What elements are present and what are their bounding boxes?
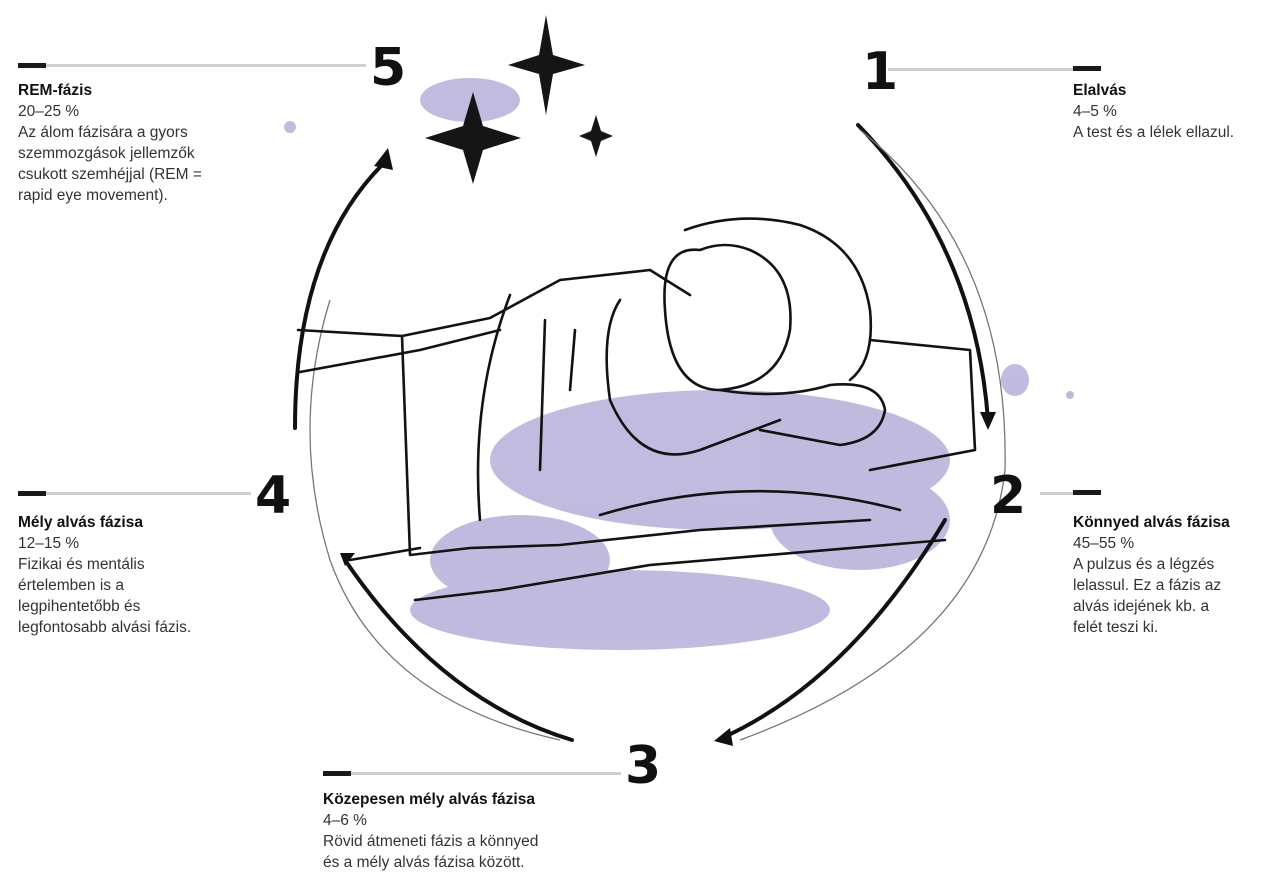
stage-2-description-line: felét teszi ki. (1073, 617, 1287, 638)
stage-2-description-line: alvás idejének kb. a (1073, 596, 1287, 617)
stage-1-rule-dark (1073, 66, 1101, 71)
stage-4-title: Mély alvás fázisa (18, 512, 288, 533)
stage-1-number: 1 (862, 46, 898, 98)
stage-5-number: 5 (370, 42, 406, 94)
stage-3-label: Közepesen mély alvás fázisa 4–6 % Rövid … (323, 789, 643, 873)
stage-2-description-line: A pulzus és a légzés (1073, 554, 1287, 575)
stage-4-rule (46, 492, 251, 495)
stage-3-percent: 4–6 % (323, 810, 643, 831)
stage-2-rule-dark (1073, 490, 1101, 495)
stage-1-description: A test és a lélek ellazul. (1073, 122, 1283, 143)
stage-4-label: Mély alvás fázisa 12–15 % Fizikai és men… (18, 512, 288, 638)
stage-3-description-line: Rövid átmeneti fázis a könnyed (323, 831, 643, 852)
stage-4-description-line: Fizikai és mentális (18, 554, 288, 575)
stage-5-label: REM-fázis 20–25 % Az álom fázisára a gyo… (18, 80, 288, 206)
stage-5-description-line: Az álom fázisára a gyors (18, 122, 288, 143)
stage-2-label: Könnyed alvás fázisa 45–55 % A pulzus és… (1073, 512, 1287, 638)
stage-3-rule (351, 772, 621, 775)
stage-1-rule (888, 68, 1073, 71)
stage-5-description-line: csukott szemhéjjal (REM = (18, 164, 288, 185)
stage-4-description-line: legfontosabb alvási fázis. (18, 617, 288, 638)
stage-2-number: 2 (990, 470, 1026, 522)
stage-5-percent: 20–25 % (18, 101, 288, 122)
stage-3-description-line: és a mély alvás fázisa között. (323, 852, 643, 873)
stage-5-rule-dark (18, 63, 46, 68)
stage-2-percent: 45–55 % (1073, 533, 1287, 554)
stage-4-rule-dark (18, 491, 46, 496)
stage-4-description-line: értelemben is a (18, 575, 288, 596)
stage-5-description-line: rapid eye movement). (18, 185, 288, 206)
stage-2-description-line: lelassul. Ez a fázis az (1073, 575, 1287, 596)
stage-1-title: Elalvás (1073, 80, 1283, 101)
stage-1-percent: 4–5 % (1073, 101, 1283, 122)
stage-3-rule-dark (323, 771, 351, 776)
stage-2-rule (1040, 492, 1073, 495)
stage-5-rule (46, 64, 366, 67)
stage-1-label: Elalvás 4–5 % A test és a lélek ellazul. (1073, 80, 1283, 143)
stage-2-title: Könnyed alvás fázisa (1073, 512, 1287, 533)
stage-5-title: REM-fázis (18, 80, 288, 101)
stage-5-description-line: szemmozgások jellemzők (18, 143, 288, 164)
stage-4-description-line: legpihentetőbb és (18, 596, 288, 617)
stage-3-number: 3 (625, 740, 661, 792)
stage-4-percent: 12–15 % (18, 533, 288, 554)
stage-3-title: Közepesen mély alvás fázisa (323, 789, 643, 810)
